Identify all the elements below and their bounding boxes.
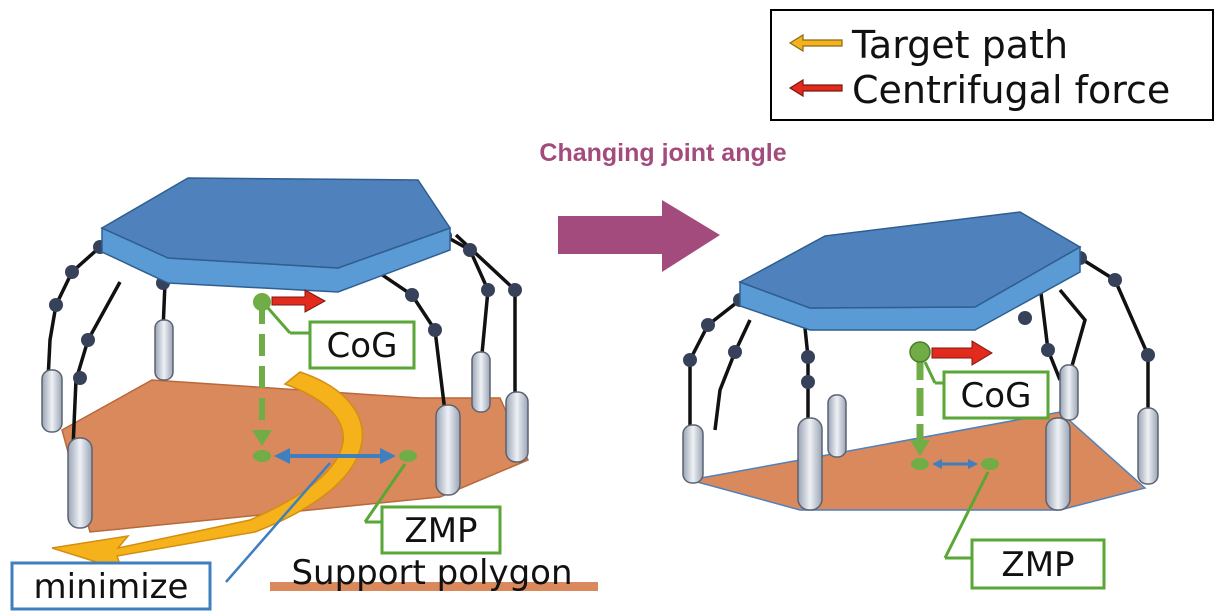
cog-leader-line <box>923 361 937 384</box>
right-robot-wheels <box>682 364 1159 511</box>
wheel <box>827 394 847 458</box>
zmp-leader-line <box>943 471 990 559</box>
joint <box>683 353 697 367</box>
zmp-label: ZMP <box>1001 545 1074 585</box>
cog-projection-arrowhead <box>910 440 930 456</box>
cog-ground-point <box>911 458 929 470</box>
legend-centrifugal-force-label: Centrifugal force <box>852 68 1170 112</box>
support-polygon-underline <box>270 582 598 591</box>
legend: Target path Centrifugal force <box>770 9 1214 121</box>
wheel <box>471 351 491 413</box>
wheel <box>682 424 704 484</box>
wheel <box>435 404 461 496</box>
legend-target-path-label: Target path <box>851 23 1068 67</box>
joint <box>73 371 87 385</box>
target-path-legend-arrow <box>788 33 843 53</box>
joint <box>801 375 815 389</box>
transition-arrow <box>558 200 720 272</box>
joint <box>508 283 522 297</box>
left-robot: CoG ZMP minimize Support polygon <box>10 177 598 611</box>
joint <box>65 265 79 279</box>
cog-leader-line <box>266 307 292 334</box>
zmp-point <box>399 450 417 462</box>
cog-label-box <box>942 370 1050 420</box>
right-robot: CoG ZMP <box>682 211 1159 590</box>
joint <box>1018 311 1032 325</box>
minimize-leader-line <box>225 462 331 583</box>
joint <box>481 283 495 297</box>
joint <box>1141 348 1155 362</box>
zmp-label-box <box>380 505 502 555</box>
wheel <box>41 369 63 433</box>
cog-projection-arrowhead <box>252 430 272 446</box>
joint <box>801 350 815 364</box>
centrifugal-force-legend-arrow <box>788 78 843 98</box>
minimize-label: minimize <box>34 567 189 607</box>
legend-box <box>770 9 1214 121</box>
support-polygon-label: Support polygon <box>291 553 572 593</box>
transition-label: Changing joint angle <box>539 139 786 167</box>
cog-ground-point <box>253 450 271 462</box>
joint <box>428 323 442 337</box>
wheel <box>1137 407 1159 485</box>
centrifugal-force-arrow <box>931 340 993 366</box>
wheel <box>505 391 529 463</box>
joint <box>405 288 419 302</box>
right-robot-body <box>738 211 1082 331</box>
cog-point <box>909 341 931 363</box>
wheel <box>797 417 823 511</box>
wheel <box>154 319 174 381</box>
joint <box>81 333 95 347</box>
left-robot-wheels <box>41 319 529 529</box>
zmp-label-box <box>970 538 1106 590</box>
right-robot-joints <box>683 251 1155 389</box>
cog-point <box>253 293 271 311</box>
wheel <box>1059 364 1079 421</box>
zmp-label: ZMP <box>404 511 477 551</box>
joint <box>728 345 742 359</box>
minimize-label-box <box>10 561 212 611</box>
cog-label: CoG <box>327 326 398 366</box>
joint <box>701 318 715 332</box>
joint <box>1108 273 1122 287</box>
wheel <box>67 437 93 529</box>
zmp-leader-line <box>363 463 407 523</box>
joint <box>463 243 477 257</box>
zmp-point <box>981 458 999 470</box>
joint <box>1041 343 1055 357</box>
cog-label-box <box>308 320 416 370</box>
joint <box>49 298 63 312</box>
centrifugal-force-arrow <box>271 289 327 313</box>
wheel <box>1045 417 1071 511</box>
cog-label: CoG <box>961 376 1032 416</box>
left-robot-body <box>100 177 452 293</box>
